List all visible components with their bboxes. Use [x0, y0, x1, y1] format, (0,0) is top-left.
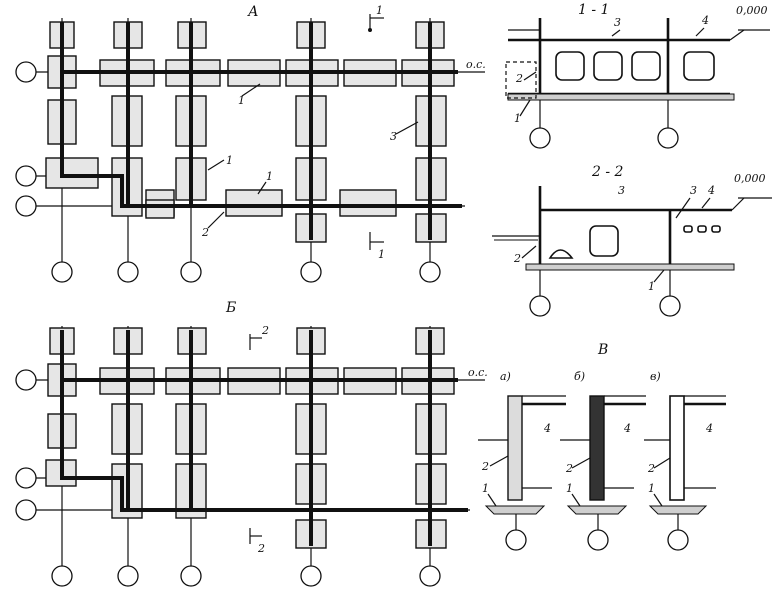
plan-a-walls: [60, 22, 462, 240]
callout-vb-4: 4: [623, 422, 631, 435]
callout-va-4: 4: [543, 422, 551, 435]
variant-b-label: б): [574, 370, 585, 383]
callout-s1-1: 1: [514, 112, 521, 125]
plan-a-cut-marks: 1 1 о.с.: [368, 4, 486, 261]
variant-v-label: в): [650, 370, 661, 383]
callout-s2-3a: 3: [618, 184, 625, 197]
cut-1-bottom-label: 1: [378, 248, 385, 261]
detail-v-title: В: [597, 342, 608, 358]
section-2-2-openings: [548, 225, 721, 259]
detail-variant-a: а) 4 2 1: [478, 370, 566, 551]
callout-a-1b: 1: [226, 154, 233, 167]
section-2-2-mark-0000: 0,000: [734, 172, 766, 185]
section-2-2-title: 2 - 2: [591, 164, 624, 180]
callout-va-1: 1: [482, 482, 489, 495]
detail-variant-b: б) 4 2 1: [560, 370, 646, 551]
callout-vb-2: 2: [565, 462, 573, 475]
section-1-1: 1 - 1 0,000 3 4 2 1: [505, 2, 770, 149]
detail-v: В а) 4 2 1 б): [478, 342, 726, 551]
callout-vv-1: 1: [648, 482, 655, 495]
plan-a-axis-bubbles: [15, 61, 441, 283]
cut-2-bottom-label: 2: [257, 542, 265, 555]
plan-b-walls: [60, 330, 468, 546]
callout-va-2: 2: [481, 460, 489, 473]
callout-a-3: 3: [390, 130, 397, 143]
callout-s2-1: 1: [648, 280, 655, 293]
callout-vv-4: 4: [705, 422, 713, 435]
plan-b-cut-marks: 2 2 о.с.: [249, 324, 488, 555]
detail-variant-v: в) 4 2 1: [644, 370, 726, 551]
callout-s1-2: 2: [515, 72, 523, 85]
section-1-1-mark-0000: 0,000: [736, 4, 768, 17]
callout-a-1a: 1: [238, 94, 245, 107]
cut-2-top-label: 2: [261, 324, 269, 337]
plan-b: Б: [15, 300, 488, 587]
plan-a: А: [15, 4, 486, 283]
plan-b-pads: [45, 327, 455, 549]
callout-vb-1: 1: [566, 482, 573, 495]
plan-a-callouts: 1 1 1 2 3: [201, 83, 419, 239]
plan-a-title: А: [247, 4, 259, 20]
axis-os-label-a: о.с.: [466, 58, 486, 71]
callout-s1-3: 3: [614, 16, 621, 29]
section-2-2: 2 - 2 0,000 3 3 4 2 1: [492, 164, 772, 317]
callout-s2-2: 2: [513, 252, 521, 265]
cut-1-top-label: 1: [376, 4, 383, 17]
variant-a-label: а): [500, 370, 511, 383]
axis-os-label-b: о.с.: [468, 366, 488, 379]
callout-s2-4: 4: [707, 184, 715, 197]
section-1-1-title: 1 - 1: [578, 2, 609, 18]
callout-s2-3b: 3: [690, 184, 697, 197]
callout-a-1c: 1: [266, 170, 273, 183]
callout-vv-2: 2: [647, 462, 655, 475]
plan-b-title: Б: [225, 300, 236, 316]
callout-a-2: 2: [201, 226, 209, 239]
callout-s1-4: 4: [701, 14, 709, 27]
section-1-1-openings: [555, 51, 715, 81]
